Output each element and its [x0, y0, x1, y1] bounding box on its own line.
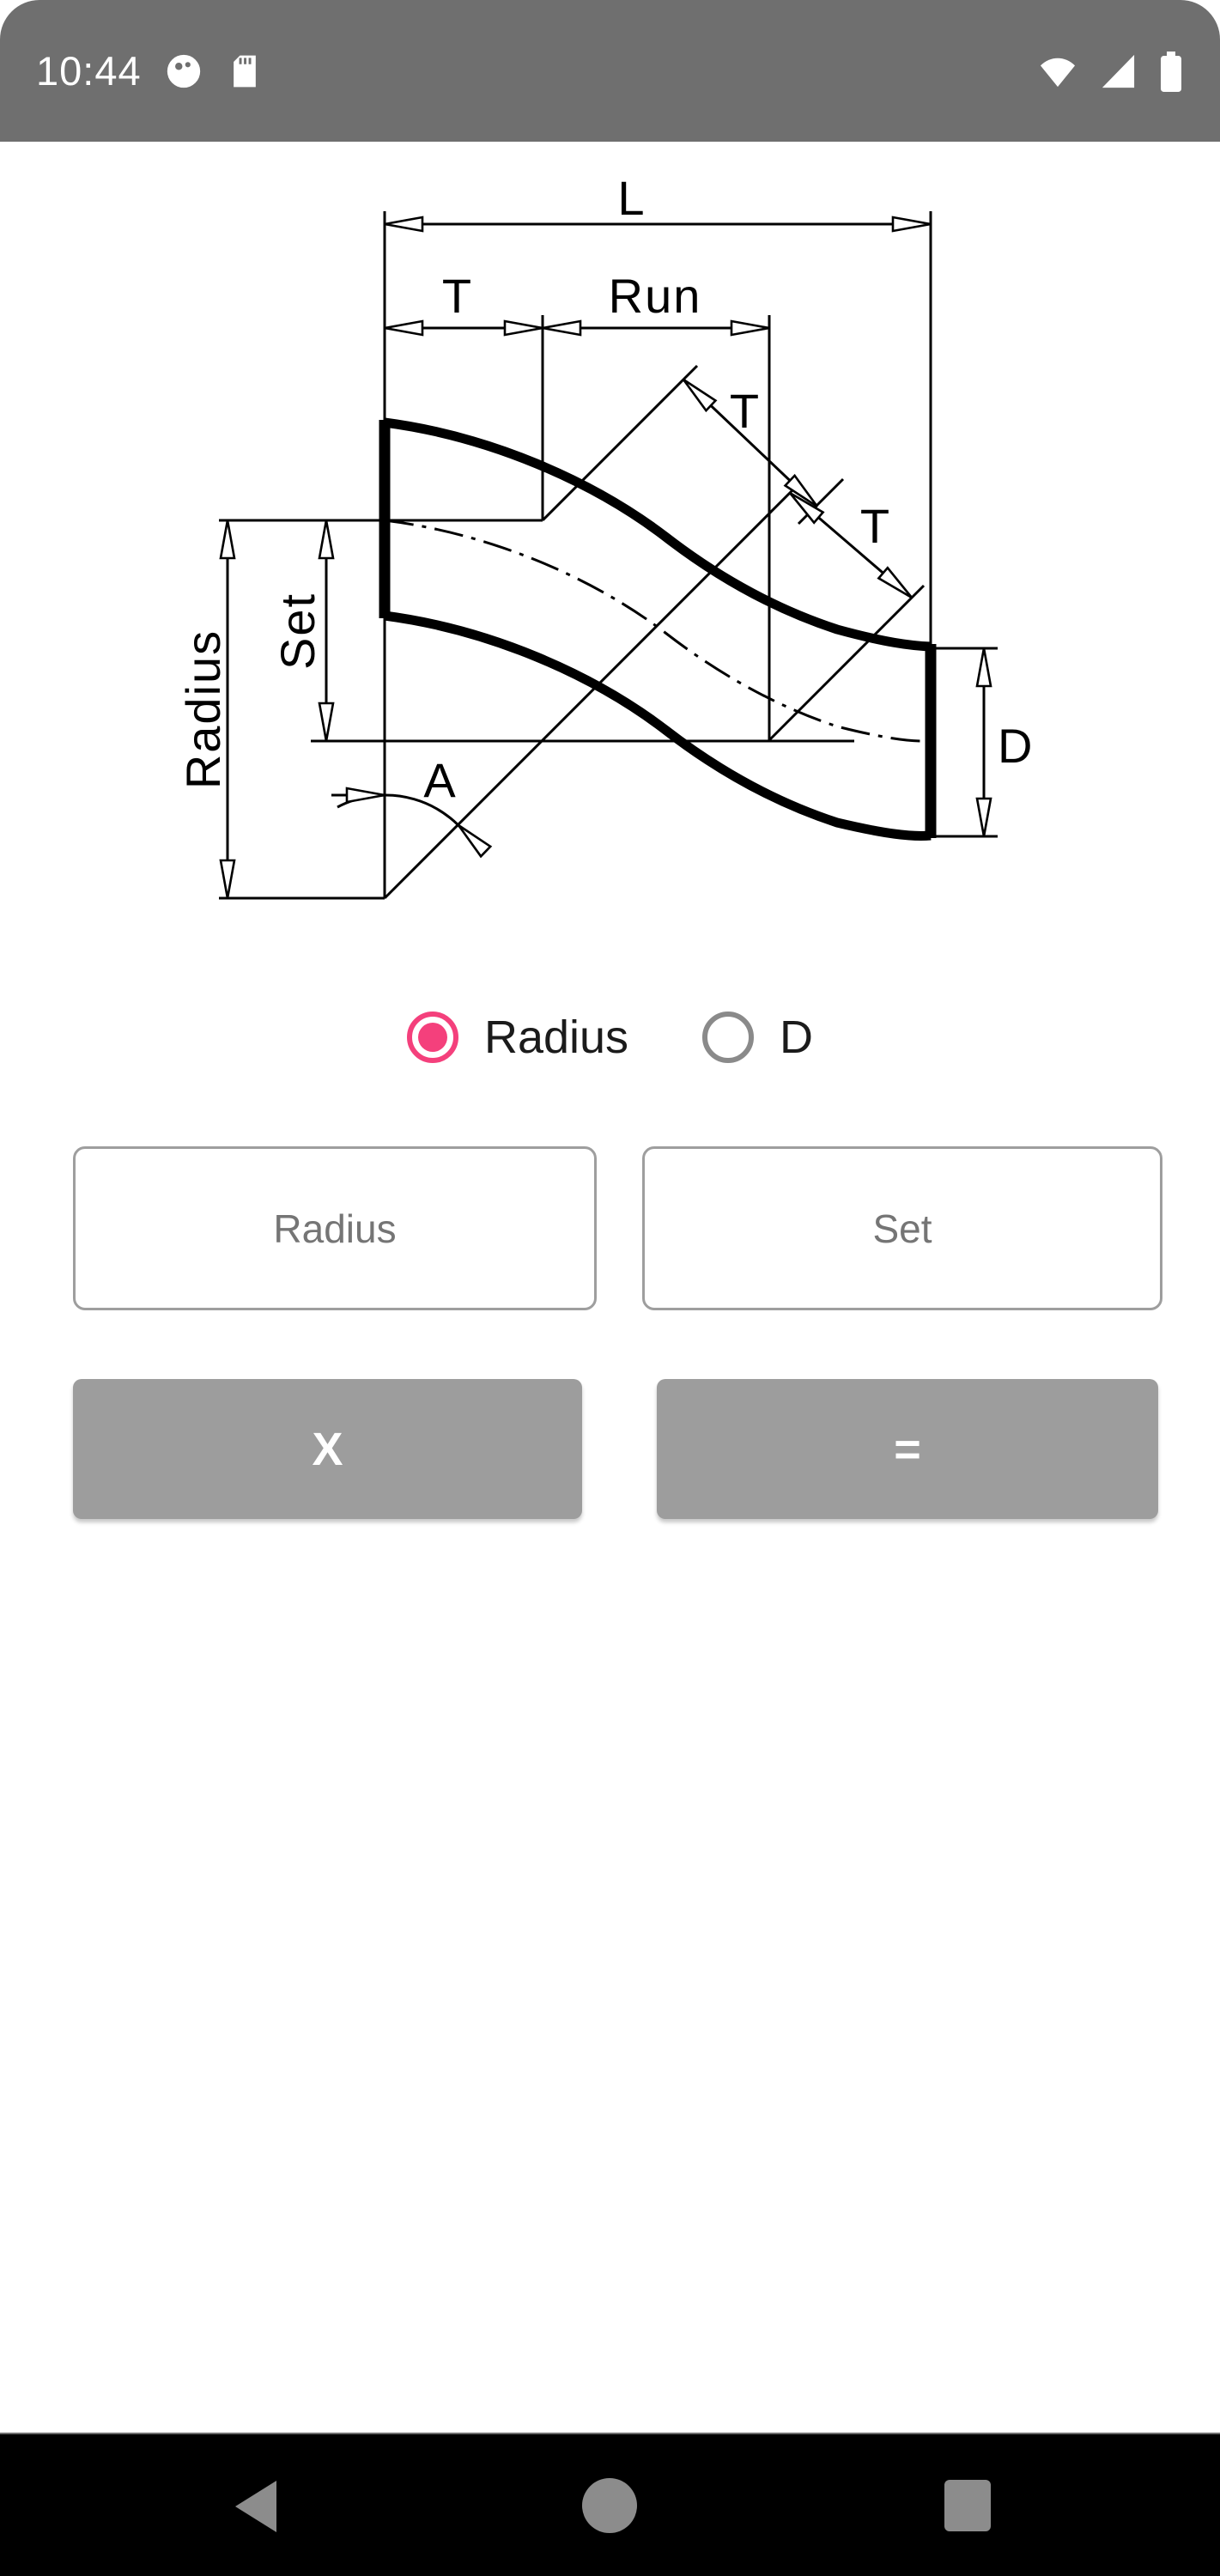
dimension-labels: L T Run T T Radius Set A D — [176, 171, 1034, 807]
pipe-offset-diagram: L T Run T T Radius Set A D — [176, 171, 1034, 900]
dim-T-lower — [788, 491, 913, 599]
pipe-outline — [379, 417, 937, 841]
notification-dot-icon — [167, 54, 200, 88]
mode-radio-row: Radius D — [0, 1011, 1220, 1064]
recents-icon[interactable] — [943, 2478, 992, 2533]
status-bar-left: 10:44 — [36, 47, 264, 94]
label-Run: Run — [609, 269, 702, 323]
radio-label-d: D — [780, 1012, 814, 1063]
status-bar: 10:44 — [0, 0, 1220, 142]
label-T-left: T — [442, 269, 473, 323]
label-T-upper: T — [730, 384, 761, 438]
radio-button-radius[interactable] — [406, 1012, 458, 1063]
back-icon[interactable] — [230, 2479, 278, 2534]
label-D: D — [998, 719, 1034, 773]
navigation-bar — [0, 2433, 1220, 2576]
multiply-button[interactable]: X — [73, 1379, 582, 1519]
label-Set: Set — [270, 592, 325, 670]
equals-button[interactable]: = — [657, 1379, 1158, 1519]
pipe-centerline — [384, 519, 932, 743]
dimension-lines — [219, 216, 992, 899]
radio-label-radius: Radius — [483, 1012, 629, 1063]
label-T-lower: T — [860, 499, 891, 553]
set-input[interactable] — [642, 1146, 1162, 1310]
home-icon[interactable] — [581, 2477, 638, 2534]
battery-icon — [1161, 51, 1181, 92]
sd-card-icon — [233, 55, 256, 87]
label-Radius: Radius — [176, 629, 230, 789]
clock: 10:44 — [36, 48, 142, 94]
pipe-top-wall — [384, 417, 932, 652]
label-L: L — [617, 171, 646, 225]
radio-option-radius[interactable]: Radius — [406, 1012, 629, 1063]
radio-option-d[interactable]: D — [702, 1012, 813, 1063]
wifi-icon — [1040, 58, 1076, 87]
label-A: A — [423, 753, 457, 807]
cell-signal-icon — [1102, 54, 1135, 88]
radio-button-d[interactable] — [702, 1012, 755, 1063]
main-diagonal-line — [383, 481, 802, 900]
dim-T-upper — [682, 378, 819, 508]
radius-input[interactable] — [73, 1146, 597, 1310]
pipe-bottom-wall — [384, 611, 932, 841]
status-bar-right — [1038, 51, 1184, 92]
